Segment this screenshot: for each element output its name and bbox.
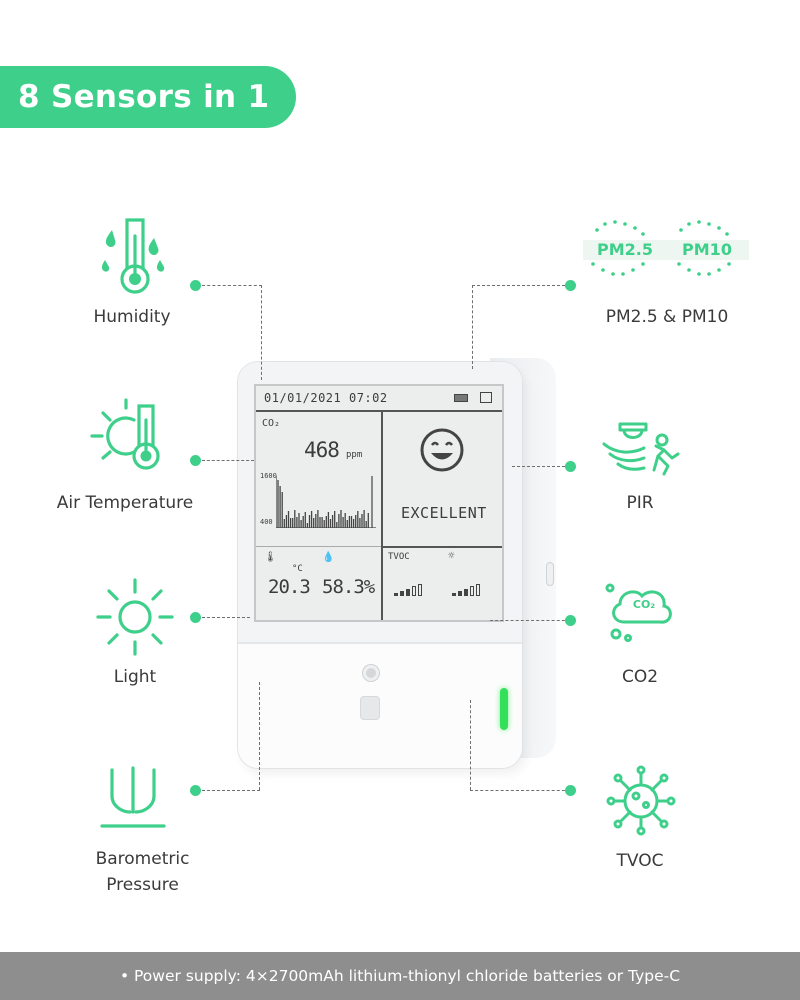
leader-pir (512, 466, 570, 467)
screen-co2-label: CO₂ (262, 418, 281, 429)
battery-icon (454, 394, 468, 402)
leader-humidity-h (202, 285, 262, 286)
screen-header: 01/01/2021 07:02 (256, 386, 502, 412)
co2-label: CO2 (621, 667, 659, 687)
screen-humidity-value: 58.3% (322, 576, 375, 598)
screen-chart-max: 1600 (260, 472, 277, 480)
pm-icon (583, 218, 749, 278)
screen-divider-vertical (381, 412, 383, 620)
leader-air-temperature (202, 460, 254, 461)
motion-sensor-icon (602, 420, 680, 476)
co2-icon-text: CO₂ (632, 598, 656, 611)
humidity-thermometer-icon (100, 216, 170, 296)
sensor-device: 01/01/2021 07:02 CO₂ 468 ppm 1600 400 🌡 … (238, 362, 522, 768)
barometric-pressure-label: Barometric Pressure (60, 846, 225, 898)
air-temperature-label: Air Temperature (56, 493, 194, 513)
leader-barometric-v (259, 682, 260, 790)
status-led (500, 688, 508, 730)
connector-dot-barometric (190, 785, 201, 796)
barometric-pressure-line1: Barometric (95, 849, 190, 869)
page-title: 8 Sensors in 1 (0, 66, 296, 128)
leader-tvoc-h (470, 790, 570, 791)
connector-dot-humidity (190, 280, 201, 291)
droplet-mini-icon: 💧 (322, 552, 335, 563)
screen-co2-unit: ppm (346, 450, 363, 460)
e-ink-screen: 01/01/2021 07:02 CO₂ 468 ppm 1600 400 🌡 … (254, 384, 504, 622)
co2-cloud-icon: CO₂ (602, 580, 676, 644)
pm-label: PM2.5 & PM10 (605, 307, 729, 327)
screen-divider-horizontal (383, 546, 502, 548)
barometer-icon (100, 766, 166, 830)
light-label: Light (113, 667, 157, 687)
leader-pm-v (472, 285, 473, 369)
humidity-label: Humidity (93, 307, 171, 327)
sun-icon (96, 578, 174, 656)
connector-dot-light (190, 612, 201, 623)
pir-label: PIR (626, 493, 654, 513)
leader-pm-h (472, 285, 570, 286)
screen-temp-unit: °C (292, 564, 303, 574)
device-top-panel: 01/01/2021 07:02 CO₂ 468 ppm 1600 400 🌡 … (238, 362, 522, 644)
connector-dot-tvoc (565, 785, 576, 796)
screen-light-mini-icon: ☼ (448, 549, 455, 562)
tvoc-label: TVOC (616, 851, 664, 871)
leader-tvoc-v (470, 700, 471, 790)
connector-dot-pm (565, 280, 576, 291)
window-icon (480, 392, 492, 403)
light-sensor-lens (363, 665, 379, 681)
screen-status: EXCELLENT (401, 504, 487, 522)
connector-dot-pir (565, 461, 576, 472)
leader-barometric-h (202, 790, 260, 791)
connector-dot-air-temperature (190, 455, 201, 466)
screen-chart-min: 400 (260, 518, 273, 526)
pm10-badge: PM10 (682, 240, 732, 259)
sun-thermometer-icon (90, 398, 172, 476)
screen-light-bars (452, 584, 480, 596)
virus-icon (606, 765, 676, 836)
thermometer-mini-icon: 🌡 (264, 552, 277, 563)
pm25-badge: PM2.5 (597, 240, 653, 259)
footer-power-supply: • Power supply: 4×2700mAh lithium-thiony… (0, 952, 800, 1000)
type-c-port (546, 562, 554, 586)
leader-co2 (490, 620, 570, 621)
screen-co2-value: 468 (304, 438, 340, 462)
leader-humidity-v (261, 285, 262, 380)
leader-light (202, 617, 250, 618)
screen-tvoc-bars (394, 584, 422, 596)
screen-divider-left (256, 546, 381, 547)
screen-tvoc-label: TVOC (388, 552, 410, 562)
connector-dot-co2 (565, 615, 576, 626)
barometric-pressure-line2: Pressure (106, 875, 179, 895)
device-button[interactable] (360, 696, 380, 720)
smiley-face-icon (420, 428, 464, 472)
screen-co2-chart (276, 476, 376, 528)
screen-temp-value: 20.3 (268, 576, 311, 598)
screen-datetime: 01/01/2021 07:02 (264, 391, 388, 405)
